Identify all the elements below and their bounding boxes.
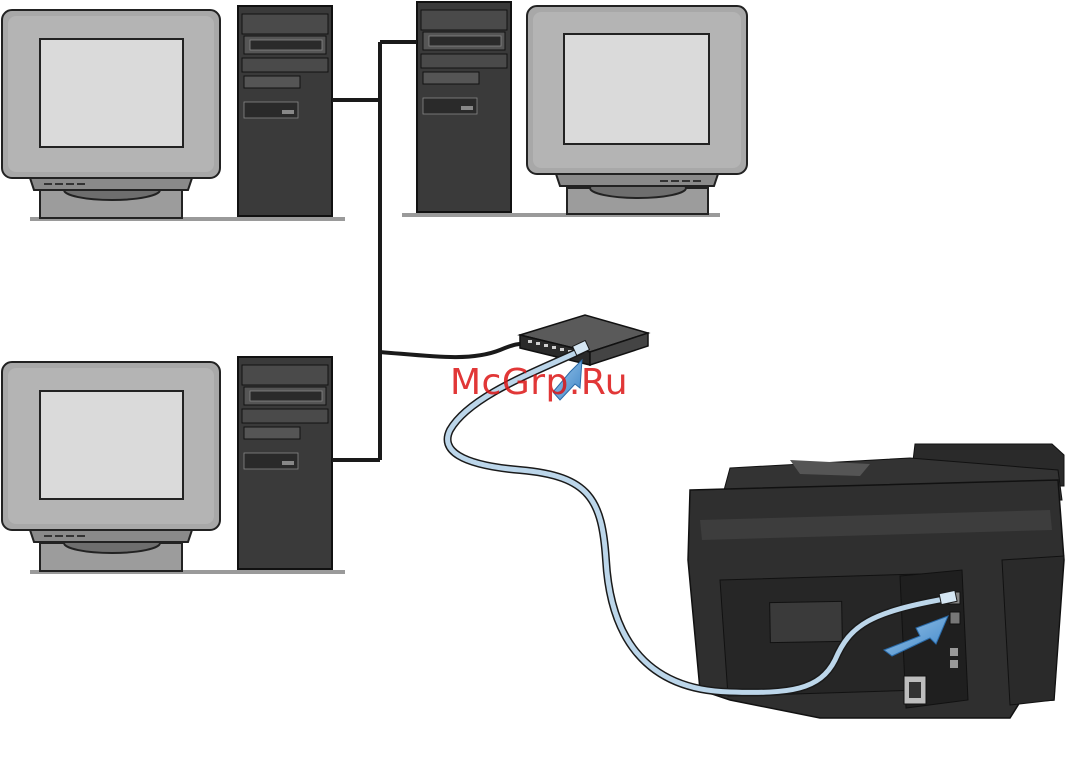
computer-top-right: [402, 2, 747, 215]
tower-icon: [238, 6, 332, 216]
printer-icon: [655, 368, 1088, 764]
computer-top-left: [2, 6, 345, 219]
tower-icon: [417, 2, 511, 212]
computer-bottom-left: [2, 357, 345, 572]
switch-icon: [520, 315, 648, 365]
watermark-text: McGrp.Ru: [450, 362, 628, 403]
monitor-icon: [527, 6, 747, 214]
cable-to-switch: [380, 344, 532, 357]
tower-icon: [238, 357, 332, 569]
monitor-icon: [2, 10, 220, 218]
monitor-icon: [2, 362, 220, 571]
